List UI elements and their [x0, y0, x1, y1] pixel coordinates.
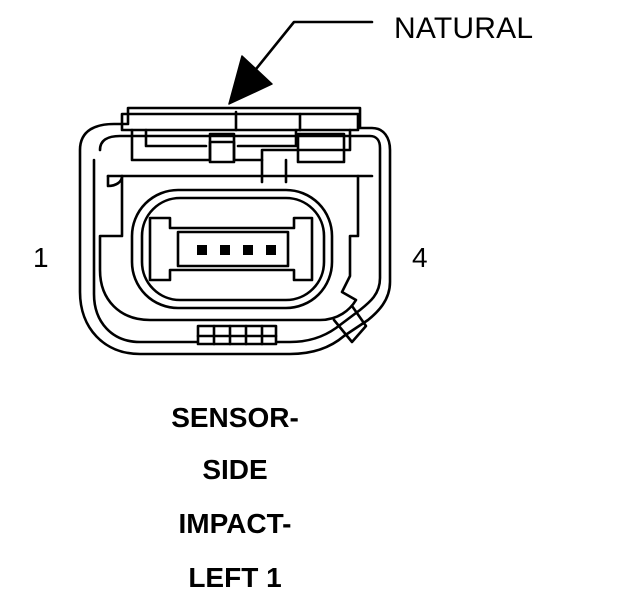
- connector-shroud: [98, 174, 374, 322]
- connector-housing-contour: [92, 134, 382, 344]
- callout-arrowhead: [228, 55, 273, 105]
- pin-cavity: [197, 245, 207, 255]
- connector-title-line-3: IMPACT-: [178, 508, 292, 539]
- connector-title-line-1: SENSOR-: [171, 402, 299, 433]
- pin-cavity: [266, 245, 276, 255]
- connector-title-line-2: SIDE: [202, 454, 268, 485]
- socket-inner-outline: [140, 196, 326, 302]
- latch-assembly: [120, 110, 360, 184]
- pin-number-left: 1: [33, 242, 49, 273]
- connector-outer-housing: [78, 106, 392, 356]
- pin-cavity: [220, 245, 230, 255]
- callout-label-color: NATURAL: [394, 12, 534, 45]
- socket-outer-outline: [130, 188, 334, 310]
- bottom-tab: [196, 324, 278, 346]
- pin-cavity: [243, 245, 253, 255]
- shroud-inner-line: [106, 174, 124, 188]
- callout-leader: [228, 20, 374, 105]
- locking-tab: [332, 304, 368, 344]
- terminal-block: [148, 216, 314, 282]
- connector-title-line-4: LEFT 1: [188, 562, 282, 593]
- pin-number-right: 4: [412, 242, 428, 273]
- pin-cavities: [197, 245, 276, 255]
